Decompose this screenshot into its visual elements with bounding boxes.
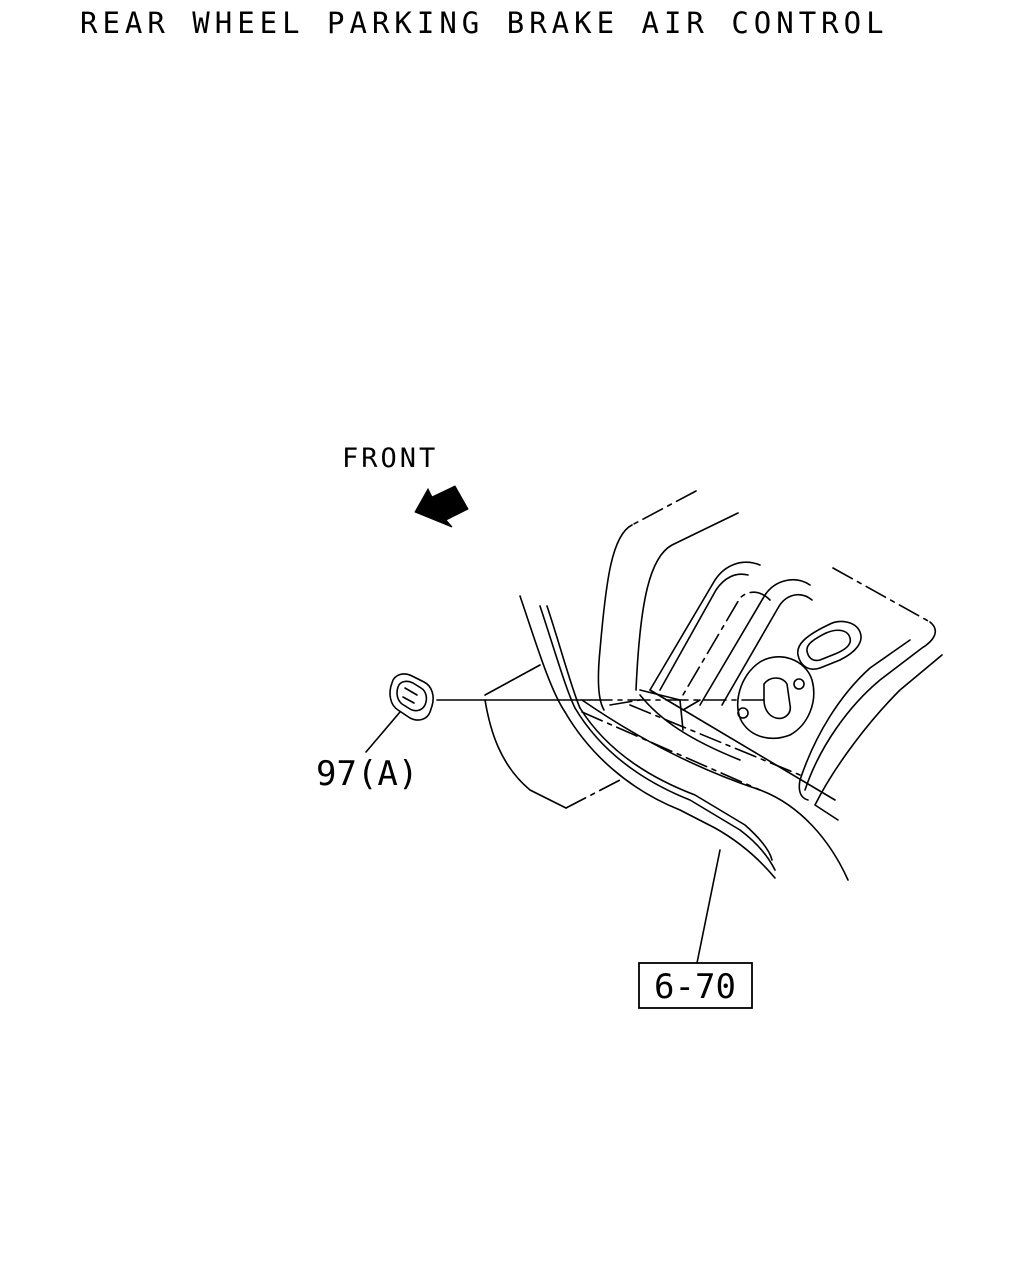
arrow-up-left-icon — [414, 485, 469, 528]
callout-97a[interactable]: 97(A) — [316, 754, 418, 794]
reference-box — [638, 962, 753, 1009]
front-label: FRONT — [342, 443, 438, 474]
diagram-title: REAR WHEEL PARKING BRAKE AIR CONTROL — [80, 6, 889, 40]
frame-panel — [484, 490, 943, 881]
grommet-part[interactable] — [389, 673, 434, 721]
callout-6-70[interactable]: 6-70 — [654, 967, 736, 1007]
leader-lines — [365, 699, 771, 964]
